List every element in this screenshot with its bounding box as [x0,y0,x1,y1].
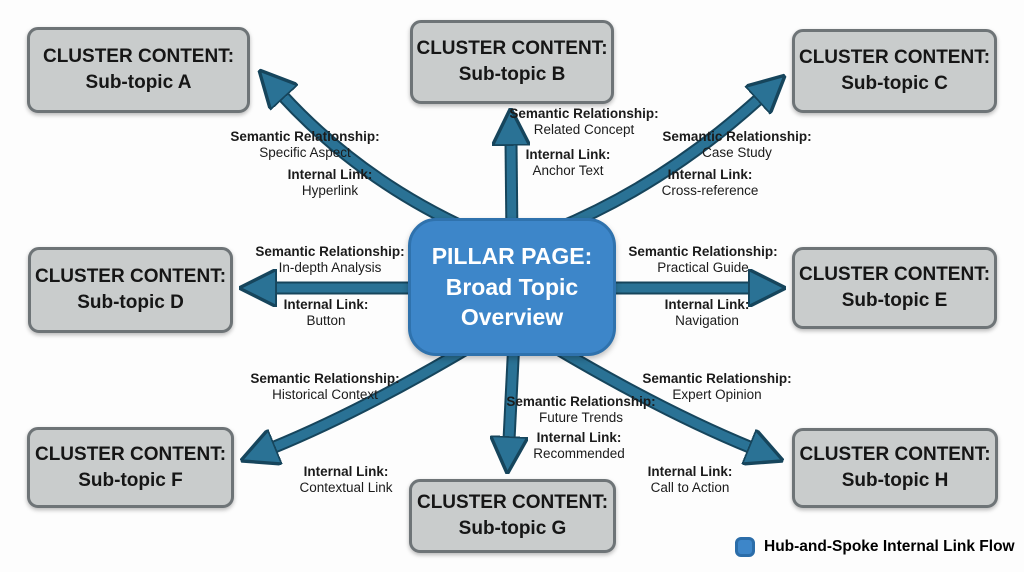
cluster-label: Sub-topic C [841,73,948,94]
cluster-label: Sub-topic B [458,64,566,85]
cluster-heading: CLUSTER CONTENT: [798,47,991,69]
cluster-heading: CLUSTER CONTENT: [416,492,609,514]
semantic-label-d: Semantic Relationship: In-depth Analysis [255,244,405,276]
internal-link-label-g: Internal Link: Recommended [533,430,625,462]
cluster-label: Sub-topic F [78,469,183,491]
cluster-label: Sub-topic G [458,518,567,539]
cluster-heading: CLUSTER CONTENT: [42,46,235,68]
arrow-to-subtopic-h [552,342,752,448]
cluster-box-d: CLUSTER CONTENT: Sub-topic D [28,247,233,333]
cluster-box-g: CLUSTER CONTENT: Sub-topic G [409,479,616,553]
internal-link-label-b: Internal Link: Anchor Text [525,147,611,179]
cluster-box-b: CLUSTER CONTENT: Sub-topic B [410,20,614,104]
legend-label: Hub-and-Spoke Internal Link Flow [764,538,1015,555]
cluster-label: Sub-topic H [841,470,949,491]
cluster-heading: CLUSTER CONTENT: [798,264,991,286]
semantic-label-f: Semantic Relationship: Historical Contex… [250,371,400,403]
semantic-label-a: Semantic Relationship: Specific Aspect [230,129,380,161]
internal-link-label-h: Internal Link: Call to Action [647,464,733,496]
arrow-to-subtopic-g [509,339,514,440]
cluster-box-e: CLUSTER CONTENT: Sub-topic E [792,247,997,329]
internal-link-label-f: Internal Link: Contextual Link [299,464,393,496]
semantic-label-c: Semantic Relationship: Case Study [662,129,812,161]
arrow-to-subtopic-f [272,342,472,448]
cluster-box-f: CLUSTER CONTENT: Sub-topic F [27,427,234,508]
semantic-label-e: Semantic Relationship: Practical Guide [628,244,778,276]
arrow-to-subtopic-a [282,95,473,236]
cluster-label: Sub-topic E [841,290,948,311]
cluster-box-c: CLUSTER CONTENT: Sub-topic C [792,29,997,113]
pillar-page-hub: PILLAR PAGE: Broad Topic Overview [408,218,616,356]
internal-link-label-c: Internal Link: Cross-reference [661,167,759,199]
internal-link-label-e: Internal Link: Navigation [664,297,750,329]
semantic-label-h: Semantic Relationship: Expert Opinion [642,371,792,403]
internal-link-label-a: Internal Link: Hyperlink [287,167,373,199]
semantic-label-b: Semantic Relationship: Related Concept [509,106,659,138]
legend-swatch [735,537,755,557]
cluster-heading: CLUSTER CONTENT: [416,38,608,60]
cluster-label: Sub-topic A [85,72,192,93]
semantic-label-g: Semantic Relationship: Future Trends [506,394,656,426]
cluster-label: Sub-topic D [77,292,184,313]
cluster-heading: CLUSTER CONTENT: [34,443,227,465]
cluster-heading: CLUSTER CONTENT: [799,444,991,466]
cluster-box-h: CLUSTER CONTENT: Sub-topic H [792,428,998,508]
internal-link-label-d: Internal Link: Button [283,297,369,329]
cluster-heading: CLUSTER CONTENT: [34,266,227,288]
cluster-box-a: CLUSTER CONTENT: Sub-topic A [27,27,250,113]
